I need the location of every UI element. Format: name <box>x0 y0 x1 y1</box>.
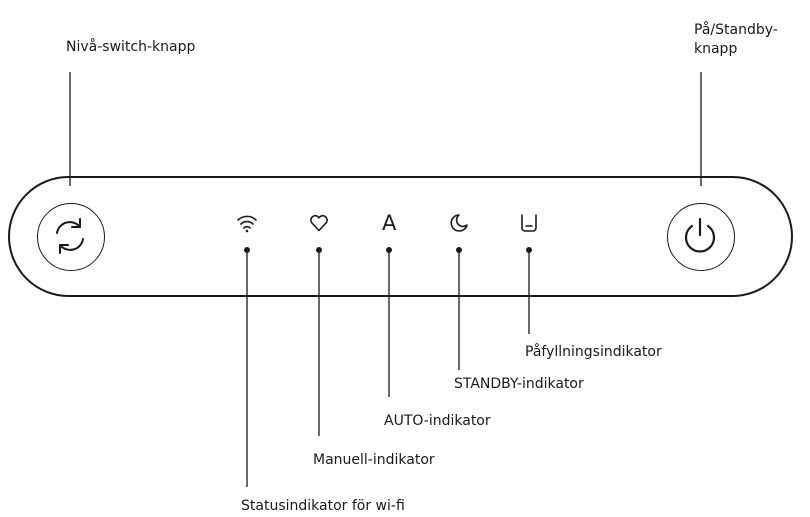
refill-indicator-dot <box>526 247 532 253</box>
power-standby-button[interactable] <box>667 203 735 271</box>
auto-indicator-dot <box>386 247 392 253</box>
level-switch-button[interactable] <box>37 203 105 271</box>
label-power-standby: På/Standby- knapp <box>694 22 778 57</box>
label-auto: AUTO-indikator <box>384 413 491 429</box>
label-wifi-status: Statusindikator för wi-fi <box>241 498 405 514</box>
standby-indicator-dot <box>456 247 462 253</box>
moon-icon <box>450 214 468 232</box>
cycle-icon <box>56 218 85 255</box>
auto-icon: A <box>382 211 397 235</box>
label-standby: STANDBY-indikator <box>454 376 584 392</box>
heart-icon <box>310 214 328 232</box>
label-level-switch: Nivå-switch-knapp <box>66 39 196 55</box>
water-tank-icon <box>521 214 537 232</box>
power-icon <box>685 218 716 253</box>
control-panel <box>8 176 793 297</box>
wifi-status-dot <box>244 247 250 253</box>
label-refill: Påfyllningsindikator <box>525 344 662 360</box>
manual-indicator-dot <box>316 247 322 253</box>
label-manual: Manuell-indikator <box>313 452 435 468</box>
wifi-icon <box>237 215 257 233</box>
